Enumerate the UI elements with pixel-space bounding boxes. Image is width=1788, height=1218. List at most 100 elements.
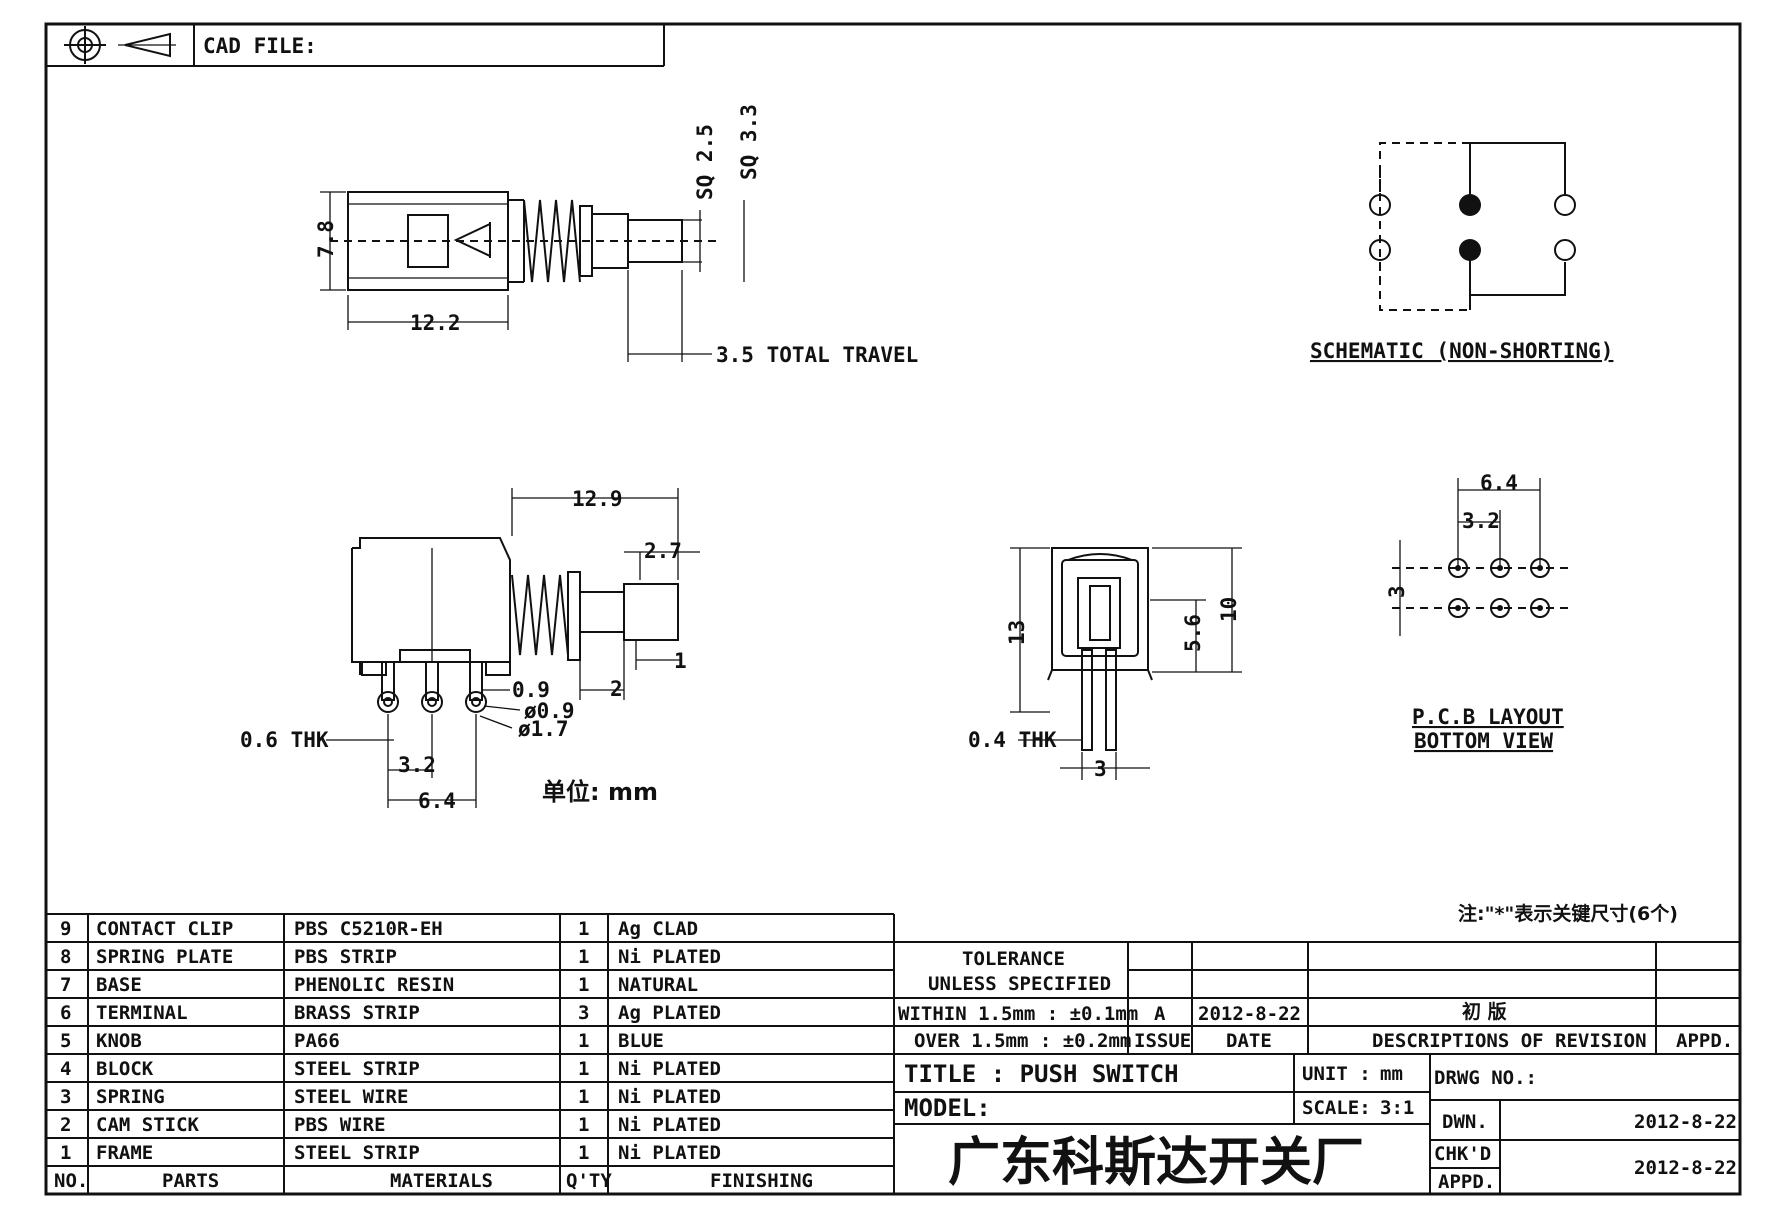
bom-cell-part: SPRING — [96, 1086, 165, 1108]
cad-file-header: CAD FILE: — [46, 24, 665, 67]
dim-3-2: 3.2 — [398, 753, 436, 777]
drwg-no-label: DRWG NO.: — [1434, 1067, 1537, 1089]
dim-sq-3-3: SQ 3.3 — [737, 104, 761, 180]
bom-cell-no: 3 — [60, 1086, 71, 1108]
dim-13: 13 — [1005, 620, 1029, 645]
bom-cell-material: PHENOLIC RESIN — [294, 974, 454, 996]
appd-label: APPD. — [1438, 1171, 1495, 1193]
dim-sq-2-5: SQ 2.5 — [693, 124, 717, 200]
bom-cell-finishing: NATURAL — [618, 974, 698, 996]
dwn-date: 2012-8-22 — [1634, 1111, 1737, 1133]
tolerance-title: TOLERANCE — [962, 948, 1065, 970]
bom-cell-no: 7 — [60, 974, 71, 996]
pcb-dim-3-2: 3.2 — [1462, 509, 1500, 533]
bom-cell-qty: 1 — [578, 974, 589, 996]
revision-block: TOLERANCE UNLESS SPECIFIED WITHIN 1.5mm … — [894, 941, 1740, 1055]
tolerance-within: WITHIN 1.5mm : ±0.1mm — [898, 1003, 1138, 1025]
bom-cell-finishing: Ag PLATED — [618, 1002, 721, 1024]
dim-0-9: 0.9 — [512, 678, 550, 702]
header-issue: ISSUE — [1134, 1030, 1191, 1052]
revision-issue: A — [1154, 1003, 1166, 1025]
chkd-label: CHK'D — [1434, 1143, 1491, 1165]
bom-cell-finishing: Ni PLATED — [618, 1086, 721, 1108]
dim-12-9: 12.9 — [572, 487, 623, 511]
unit-note: 单位: mm — [542, 778, 658, 806]
pcb-layout-drawing: 6.4 3.2 3 P.C.B LAYOUT BOTTOM VIEW — [1385, 471, 1570, 753]
key-dimension-note: 注:"*"表示关键尺寸(6个) — [1458, 902, 1678, 925]
dim-1: 1 — [674, 649, 687, 673]
pcb-pad-grid — [1448, 558, 1550, 618]
bom-header-materials: MATERIALS — [390, 1170, 493, 1192]
bom-cell-part: KNOB — [96, 1030, 142, 1052]
bom-cell-part: CONTACT CLIP — [96, 918, 233, 940]
bom-cell-finishing: Ni PLATED — [618, 946, 721, 968]
title-block: TITLE : PUSH SWITCH MODEL: UNIT : mm SCA… — [894, 1054, 1740, 1194]
bom-cell-no: 1 — [60, 1142, 71, 1164]
dim-3: 3 — [1094, 757, 1107, 781]
header-appd: APPD. — [1676, 1030, 1733, 1052]
drawing-title: TITLE : PUSH SWITCH — [904, 1060, 1179, 1088]
bom-cell-qty: 1 — [578, 1058, 589, 1080]
pcb-layout-label: P.C.B LAYOUT — [1412, 705, 1564, 729]
dim-7-8: 7.8 — [314, 220, 338, 258]
dim-phi-0-9: ø0.9 — [524, 699, 575, 723]
bom-cell-part: FRAME — [96, 1142, 153, 1164]
dim-2: 2 — [610, 677, 623, 701]
bom-cell-material: PA66 — [294, 1030, 340, 1052]
bom-cell-part: SPRING PLATE — [96, 946, 233, 968]
dim-5-6: 5.6 — [1181, 614, 1205, 652]
dim-phi-1-7: ø1.7 — [518, 717, 569, 741]
bom-cell-material: STEEL STRIP — [294, 1142, 420, 1164]
end-view-drawing: 13 10 5.6 0.4 THK 3 — [968, 547, 1242, 781]
revision-date: 2012-8-22 — [1198, 1003, 1301, 1025]
revision-description: 初 版 — [1462, 1000, 1507, 1023]
tolerance-subtitle: UNLESS SPECIFIED — [928, 973, 1111, 995]
scale-label: SCALE: — [1302, 1097, 1371, 1119]
bom-cell-qty: 3 — [578, 1002, 589, 1024]
bom-cell-material: STEEL WIRE — [294, 1086, 408, 1108]
chkd-appd-date: 2012-8-22 — [1634, 1157, 1737, 1179]
bom-cell-finishing: BLUE — [618, 1030, 664, 1052]
bom-cell-qty: 1 — [578, 946, 589, 968]
tolerance-over: OVER 1.5mm : ±0.2mm — [914, 1030, 1131, 1052]
dim-10: 10 — [1217, 597, 1241, 622]
dim-0-4-thk: 0.4 THK — [968, 728, 1057, 752]
bom-header-finishing: FINISHING — [710, 1170, 813, 1192]
bom-cell-no: 8 — [60, 946, 71, 968]
bom-header-no: NO. — [54, 1170, 88, 1192]
dim-total-travel: 3.5 TOTAL TRAVEL — [716, 343, 918, 367]
bom-cell-part: TERMINAL — [96, 1002, 188, 1024]
bom-cell-no: 2 — [60, 1114, 71, 1136]
bom-cell-qty: 1 — [578, 918, 589, 940]
bom-cell-part: BASE — [96, 974, 142, 996]
dwn-label: DWN. — [1442, 1111, 1488, 1133]
scale-value: 3:1 — [1380, 1097, 1414, 1119]
header-date: DATE — [1226, 1030, 1272, 1052]
bom-cell-finishing: Ni PLATED — [618, 1114, 721, 1136]
model-label: MODEL: — [904, 1094, 991, 1122]
bom-cell-material: PBS WIRE — [294, 1114, 386, 1136]
unit-value: mm — [1380, 1063, 1403, 1085]
pcb-bottom-view-label: BOTTOM VIEW — [1414, 729, 1553, 753]
schematic-label: SCHEMATIC (NON-SHORTING) — [1310, 339, 1613, 363]
bom-header-qty: Q'TY — [566, 1170, 612, 1192]
company-name: 广东科斯达开关厂 — [948, 1133, 1364, 1193]
side-view-drawing: 7.8 12.2 SQ 2.5 SQ 3.3 3.5 TOTAL TRAVEL — [314, 104, 918, 367]
dim-12-2: 12.2 — [410, 311, 461, 335]
pcb-dim-3: 3 — [1385, 585, 1409, 598]
bom-cell-part: BLOCK — [96, 1058, 154, 1080]
projection-symbol-icon — [64, 26, 176, 64]
bom-cell-finishing: Ag CLAD — [618, 918, 698, 940]
bom-cell-qty: 1 — [578, 1142, 589, 1164]
front-view-drawing: 12.9 2.7 1 2 0.9 ø0.9 ø1.7 0.6 THK 3.2 6… — [240, 487, 700, 813]
bom-cell-material: BRASS STRIP — [294, 1002, 420, 1024]
bom-cell-finishing: Ni PLATED — [618, 1142, 721, 1164]
header-description: DESCRIPTIONS OF REVISION — [1372, 1030, 1647, 1052]
cad-file-label: CAD FILE: — [203, 34, 317, 58]
pcb-dim-6-4: 6.4 — [1480, 471, 1518, 495]
bom-cell-qty: 1 — [578, 1030, 589, 1052]
bom-header-parts: PARTS — [162, 1170, 219, 1192]
bom-cell-finishing: Ni PLATED — [618, 1058, 721, 1080]
